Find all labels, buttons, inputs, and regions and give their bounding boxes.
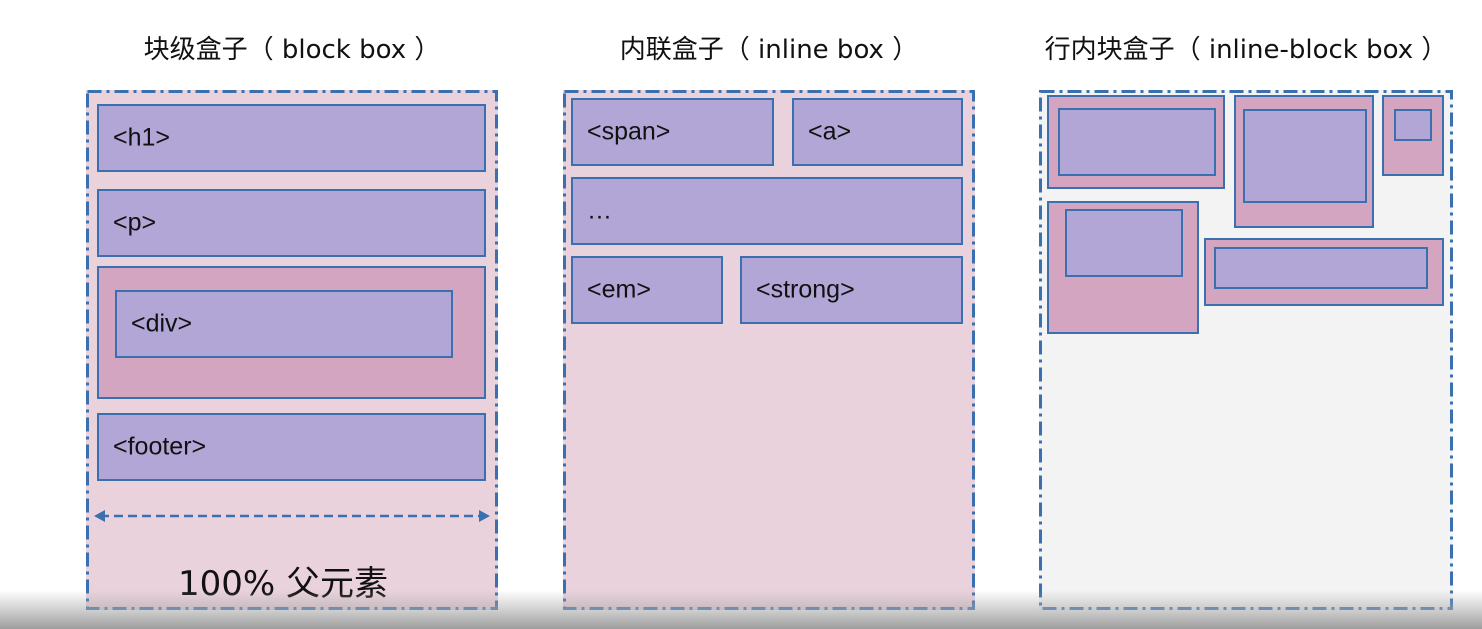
strong-box: <strong> xyxy=(740,256,963,324)
inline-block-outer-box-3 xyxy=(1382,95,1444,176)
inline-block-outer-box-2 xyxy=(1234,95,1374,228)
div-inner-box: <div> xyxy=(115,290,453,358)
inline-block-box-title: 行内块盒子（ inline-block box ） xyxy=(1044,35,1448,65)
inline-block-inner-box-5 xyxy=(1214,247,1428,289)
inline-panel-border xyxy=(563,90,975,610)
inline-block-inner-box-3 xyxy=(1394,109,1432,141)
em-label: <em> xyxy=(587,275,651,304)
p-label: <p> xyxy=(113,208,157,237)
block-panel-border xyxy=(86,90,498,610)
inline-block-box-panel xyxy=(1039,90,1453,610)
footer-label: <footer> xyxy=(113,432,207,461)
inline-box-panel: <span> <a> … <em> <strong> xyxy=(563,90,975,610)
div-label: <div> xyxy=(131,309,193,338)
footer-box: <footer> xyxy=(97,413,486,481)
inline-block-inner-box-2 xyxy=(1243,109,1367,203)
ellipsis-box: … xyxy=(571,177,963,245)
inline-block-panel-border xyxy=(1039,90,1453,610)
full-width-arrow xyxy=(94,510,490,522)
span-label: <span> xyxy=(587,117,671,146)
inline-block-outer-box-5 xyxy=(1204,238,1444,306)
h1-label: <h1> xyxy=(113,123,171,152)
ellipsis-label: … xyxy=(587,196,612,225)
p-box: <p> xyxy=(97,189,486,257)
inline-block-inner-box-4 xyxy=(1065,209,1183,277)
a-box: <a> xyxy=(792,98,963,166)
block-box-panel: <h1> <p> <div> <footer> 100% 父元素 xyxy=(86,90,498,610)
inline-block-outer-box-4 xyxy=(1047,201,1199,334)
inline-box-title: 内联盒子（ inline box ） xyxy=(619,35,919,65)
inline-block-inner-box-1 xyxy=(1058,108,1216,176)
strong-label: <strong> xyxy=(756,275,855,304)
h1-box: <h1> xyxy=(97,104,486,172)
span-box: <span> xyxy=(571,98,774,166)
inline-block-outer-box-1 xyxy=(1047,95,1225,189)
div-outer-box: <div> xyxy=(97,266,486,399)
full-width-caption: 100% 父元素 xyxy=(178,564,389,604)
block-box-title: 块级盒子（ block box ） xyxy=(143,35,441,65)
a-label: <a> xyxy=(808,117,852,146)
em-box: <em> xyxy=(571,256,723,324)
